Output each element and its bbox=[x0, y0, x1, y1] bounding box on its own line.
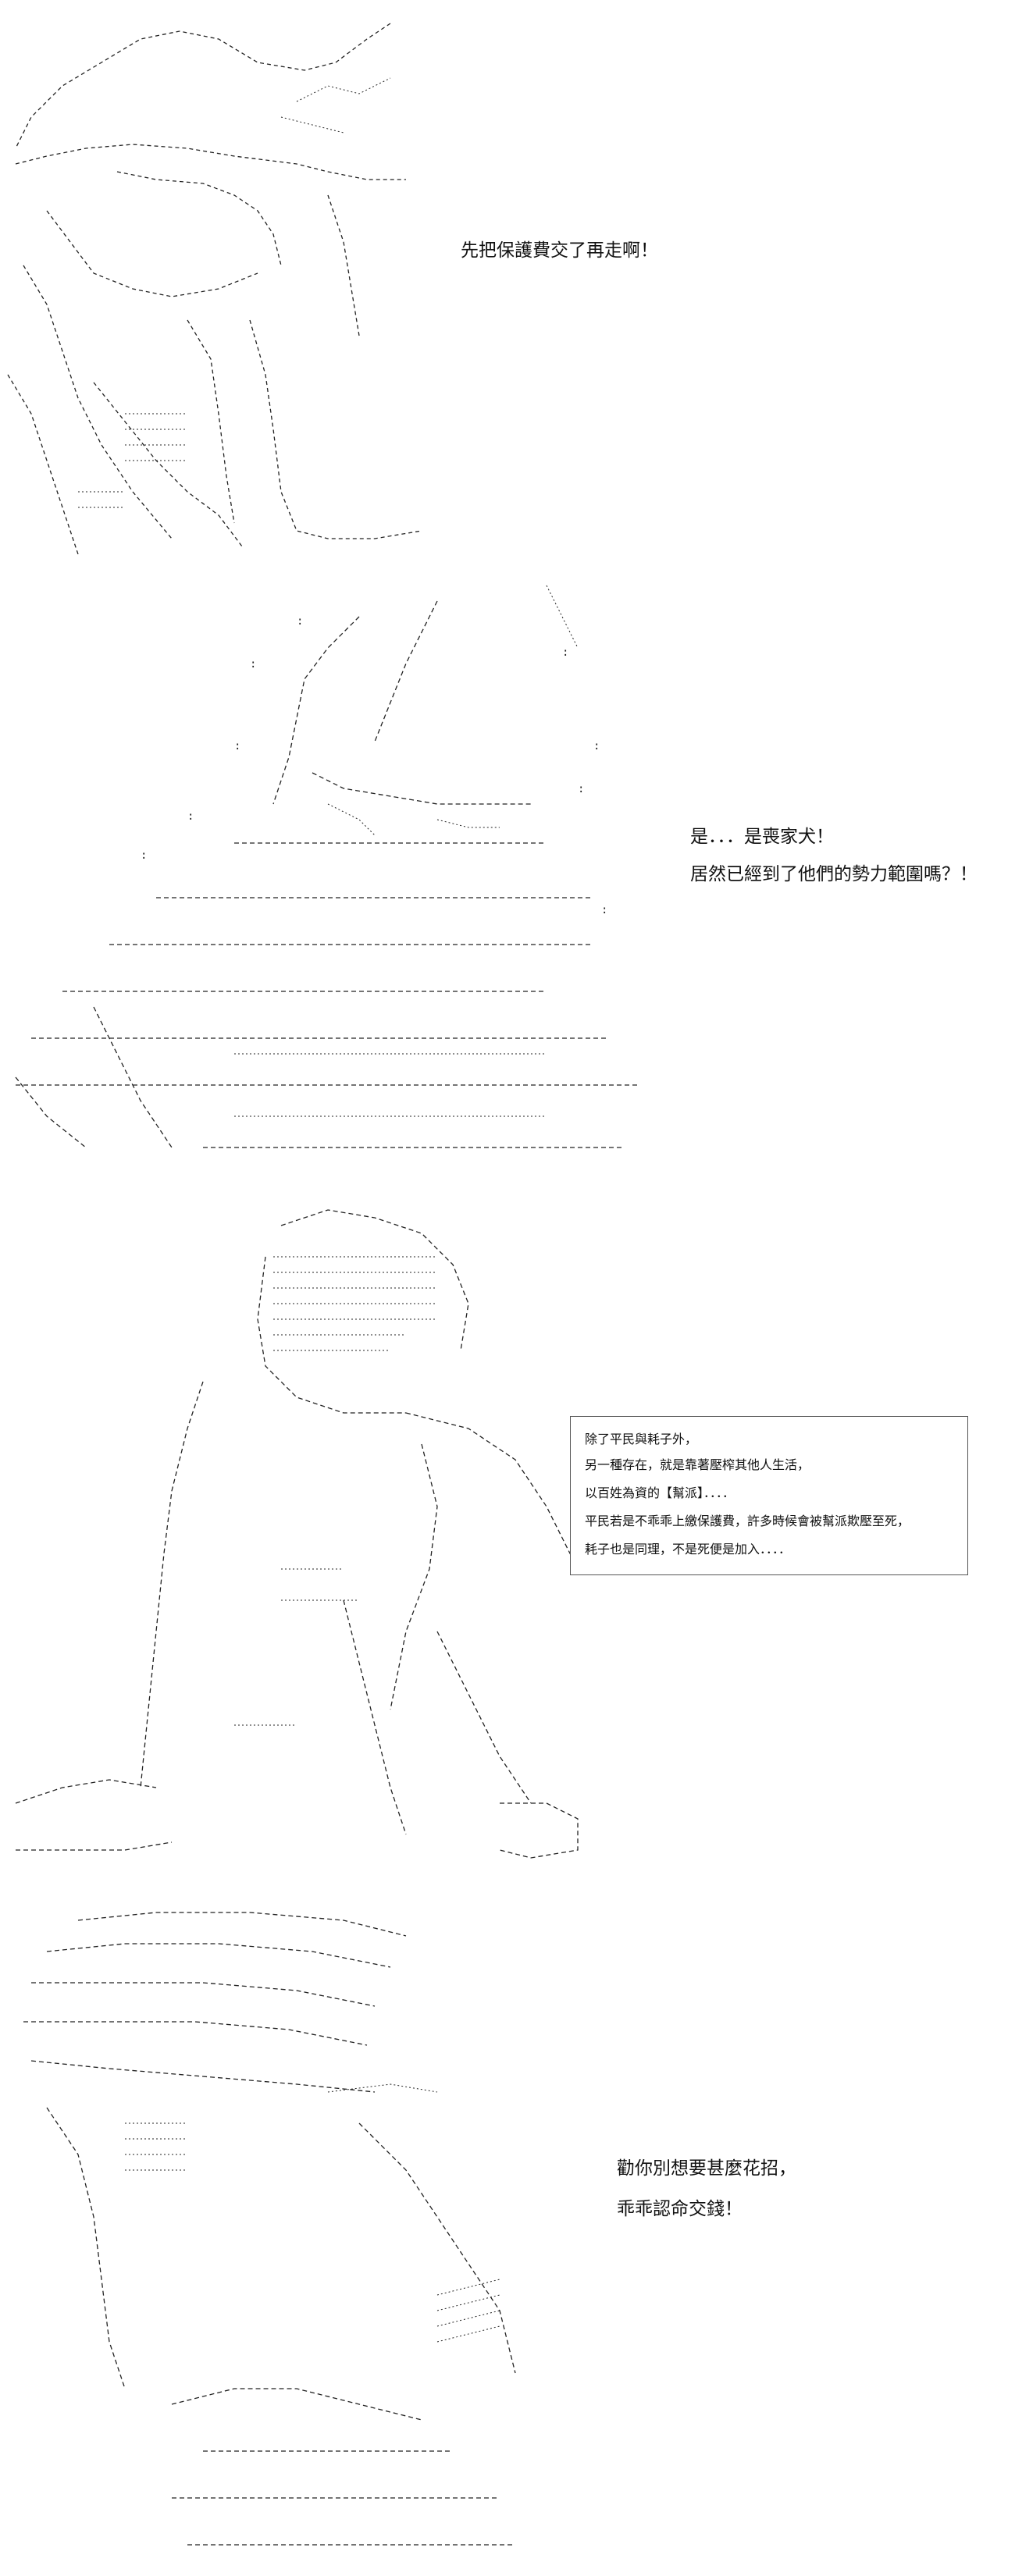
ascii-art-character-1 bbox=[7, 23, 422, 555]
panel-4: 勸你別想要甚麼花招， 乖乖認命交錢！ bbox=[0, 1897, 1015, 2576]
narration-box: 除了平民與耗子外， 另一種存在，就是靠著壓榨其他人生活， 以百姓為資的【幫派】．… bbox=[570, 1416, 968, 1575]
svg-text::: : bbox=[578, 783, 584, 795]
narration-line: 耗子也是同理，不是死便是加入．．．． bbox=[585, 1542, 792, 1557]
svg-text::: : bbox=[297, 615, 303, 628]
narration-line: 另一種存在，就是靠著壓榨其他人生活， bbox=[585, 1457, 810, 1472]
caption-line: 是．．．是喪家犬！ bbox=[690, 827, 834, 847]
ascii-art-character-2: ::: ::: ::: bbox=[15, 585, 640, 1148]
panel-1-caption: 先把保護費交了再走啊！ bbox=[461, 237, 658, 264]
ascii-art-character-4 bbox=[23, 1912, 516, 2546]
caption-line: 乖乖認命交錢！ bbox=[617, 2199, 743, 2219]
svg-text::: : bbox=[141, 849, 147, 862]
panel-4-caption: 勸你別想要甚麼花招， 乖乖認命交錢！ bbox=[617, 2148, 796, 2229]
narration-line: 除了平民與耗子外， bbox=[585, 1432, 698, 1446]
svg-text::: : bbox=[593, 740, 600, 753]
svg-text::: : bbox=[250, 658, 256, 671]
caption-line: 勸你別想要甚麼花招， bbox=[617, 2158, 796, 2179]
narration-line: 平民若是不乖乖上繳保護費，許多時候會被幫派欺壓至死， bbox=[585, 1514, 910, 1528]
panel-2: ::: ::: ::: 是．．．是喪家犬！ 居然已經到了他們的勢力範圍嗎？！ bbox=[0, 570, 1015, 1163]
ascii-art-character-3 bbox=[15, 1209, 579, 1859]
narration-line: 以百姓為資的【幫派】．．．． bbox=[585, 1485, 735, 1500]
svg-text::: : bbox=[234, 740, 240, 753]
panel-2-caption: 是．．．是喪家犬！ 居然已經到了他們的勢力範圍嗎？！ bbox=[690, 818, 978, 893]
caption-line: 先把保護費交了再走啊！ bbox=[461, 240, 658, 261]
svg-text::: : bbox=[562, 646, 568, 659]
caption-line: 居然已經到了他們的勢力範圍嗎？！ bbox=[690, 864, 978, 884]
panel-3: 除了平民與耗子外， 另一種存在，就是靠著壓榨其他人生活， 以百姓為資的【幫派】．… bbox=[0, 1163, 1015, 1897]
svg-text::: : bbox=[187, 810, 194, 823]
svg-text::: : bbox=[601, 904, 607, 916]
panel-1: 先把保護費交了再走啊！ bbox=[0, 0, 1015, 570]
